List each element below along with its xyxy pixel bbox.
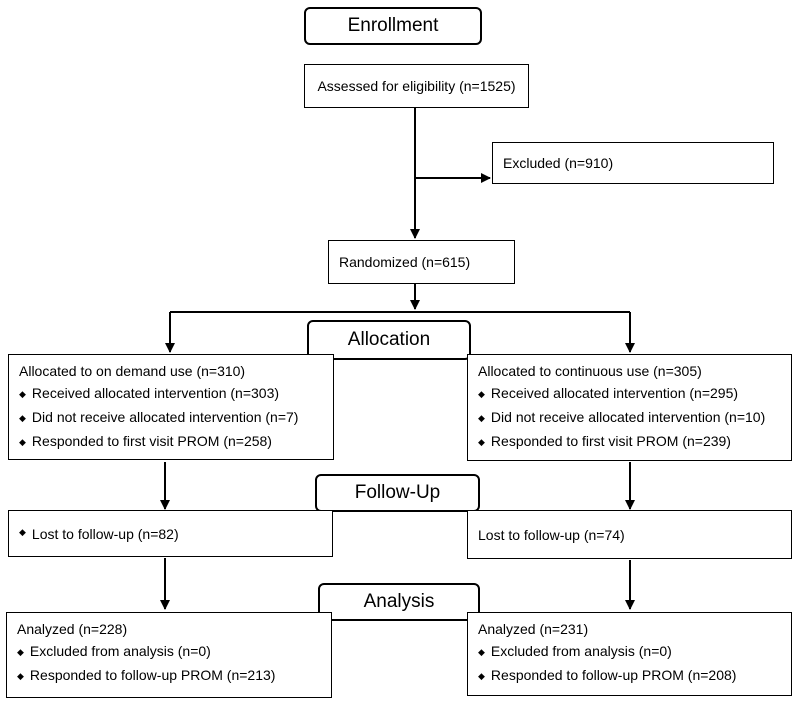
phase-follow-up-label: Follow-Up	[354, 482, 441, 503]
phase-analysis: Analysis	[318, 583, 480, 621]
list-item-text: Excluded from analysis (n=0)	[29, 643, 211, 659]
list-item-text: Did not receive allocated intervention (…	[490, 409, 766, 425]
bullet-icon: ◆	[19, 413, 26, 423]
list-item-text: Responded to follow-up PROM (n=208)	[490, 667, 737, 683]
left-followup-text: Lost to follow-up (n=82)	[31, 525, 179, 542]
list-item-text: Responded to first visit PROM (n=239)	[490, 433, 731, 449]
list-item-text: Excluded from analysis (n=0)	[490, 643, 672, 659]
bullet-icon: ◆	[478, 671, 485, 681]
bullet-icon: ◆	[478, 389, 485, 399]
phase-follow-up: Follow-Up	[315, 474, 480, 512]
bullet-icon: ◆	[19, 389, 26, 399]
phase-allocation-label: Allocation	[347, 329, 431, 350]
right-allocation-head: Allocated to continuous use (n=305)	[478, 363, 702, 379]
left-allocation-head: Allocated to on demand use (n=310)	[19, 363, 246, 379]
list-item: ◆ Received allocated intervention (n=303)	[19, 382, 333, 406]
list-item-text: Received allocated intervention (n=303)	[31, 385, 280, 401]
phase-allocation: Allocation	[307, 320, 471, 360]
bullet-icon: ◆	[478, 437, 485, 447]
bullet-icon: ◆	[478, 413, 485, 423]
right-followup-box: Lost to follow-up (n=74)	[467, 510, 792, 559]
right-allocation-box: Allocated to continuous use (n=305) ◆ Rec…	[467, 354, 792, 461]
list-item: ◆ Did not receive allocated intervention …	[478, 406, 791, 430]
bullet-icon: ◆	[19, 437, 26, 447]
list-item: ◆ Responded to follow-up PROM (n=213)	[17, 664, 331, 688]
left-analysis-head: Analyzed (n=228)	[17, 621, 128, 637]
left-followup-box: ◆ Lost to follow-up (n=82)	[8, 510, 333, 557]
left-analysis-box: Analyzed (n=228) ◆ Excluded from analysis…	[6, 612, 332, 698]
phase-enrollment-label: Enrollment	[347, 15, 439, 36]
list-item: ◆ Excluded from analysis (n=0)	[478, 640, 791, 664]
list-item: ◆ Did not receive allocated intervention …	[19, 406, 333, 430]
right-followup-text: Lost to follow-up (n=74)	[478, 526, 625, 543]
list-item: ◆ Responded to follow-up PROM (n=208)	[478, 664, 791, 688]
left-allocation-box: Allocated to on demand use (n=310) ◆ Rece…	[8, 354, 334, 460]
list-item: ◆ Responded to first visit PROM (n=239)	[478, 430, 791, 454]
list-item-text: Responded to first visit PROM (n=258)	[31, 433, 272, 449]
right-analysis-box: Analyzed (n=231) ◆ Excluded from analysis…	[467, 612, 792, 696]
excluded-box: Excluded (n=910)	[492, 142, 774, 184]
list-item: ◆ Excluded from analysis (n=0)	[17, 640, 331, 664]
list-item-text: Received allocated intervention (n=295)	[490, 385, 739, 401]
list-item-text: Responded to follow-up PROM (n=213)	[29, 667, 276, 683]
phase-analysis-label: Analysis	[363, 591, 435, 612]
assessed-text: Assessed for eligibility (n=1525)	[317, 78, 516, 94]
list-item-text: Did not receive allocated intervention (…	[31, 409, 299, 425]
excluded-text: Excluded (n=910)	[503, 155, 614, 171]
assessed-box: Assessed for eligibility (n=1525)	[304, 64, 529, 108]
list-item: ◆ Responded to first visit PROM (n=258)	[19, 430, 333, 454]
randomized-text: Randomized (n=615)	[339, 254, 471, 270]
bullet-icon: ◆	[17, 647, 24, 657]
bullet-icon: ◆	[17, 671, 24, 681]
right-analysis-head: Analyzed (n=231)	[478, 621, 589, 637]
list-item: ◆ Received allocated intervention (n=295)	[478, 382, 791, 406]
randomized-box: Randomized (n=615)	[328, 240, 515, 284]
phase-enrollment: Enrollment	[304, 7, 482, 45]
bullet-icon: ◆	[478, 647, 485, 657]
bullet-icon: ◆	[19, 527, 26, 537]
